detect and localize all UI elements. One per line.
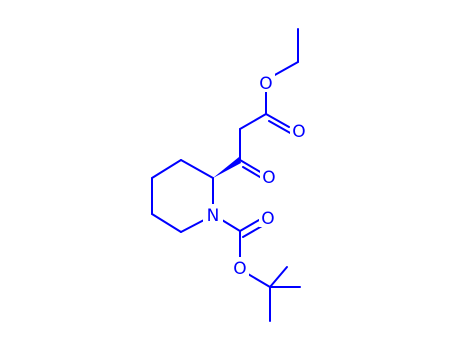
atom-piperidine-nitrogen: N bbox=[203, 204, 223, 226]
bond-tbutyl-methyl-up bbox=[269, 266, 288, 288]
bond-ring-c2-c3 bbox=[180, 159, 214, 179]
bond-carbamate-carbonyl-1 bbox=[239, 219, 260, 232]
bond-ring-c3-c4 bbox=[151, 159, 182, 179]
atom-ketone-oxygen-label: O bbox=[262, 168, 275, 188]
bond-ethyl-ch2-o bbox=[272, 61, 299, 77]
bond-ester-to-ch2 bbox=[239, 113, 267, 130]
atom-piperidine-nitrogen-label: N bbox=[207, 206, 220, 226]
bond-ring-c5-c6 bbox=[151, 213, 182, 233]
atom-carbamate-ether-oxygen-label: O bbox=[233, 259, 246, 279]
atom-ester-carbonyl-oxygen: O bbox=[290, 120, 308, 142]
atom-ester-carbonyl-oxygen-label: O bbox=[292, 122, 305, 142]
atom-ester-ether-oxygen-label: O bbox=[259, 74, 272, 94]
atom-carbamate-ether-oxygen: O bbox=[231, 257, 249, 279]
atom-ester-ether-oxygen: O bbox=[257, 72, 275, 94]
wedge-bond-stereocenter bbox=[213, 157, 241, 178]
bond-o-to-tbutyl bbox=[247, 273, 271, 288]
bond-ester-carbonyl-1 bbox=[265, 113, 290, 128]
bond-ester-carbonyl-2 bbox=[268, 120, 293, 135]
atom-carbamate-carbonyl-oxygen: O bbox=[259, 207, 277, 229]
atom-ketone-oxygen: O bbox=[260, 166, 278, 188]
atom-carbamate-carbonyl-oxygen-label: O bbox=[261, 209, 274, 229]
bond-carbamate-carbonyl-2 bbox=[242, 225, 263, 238]
bond-n-carbamate-carbon bbox=[221, 219, 241, 232]
bond-ketone-carbonyl-1 bbox=[239, 159, 263, 174]
bond-ring-c6-n bbox=[180, 219, 205, 233]
